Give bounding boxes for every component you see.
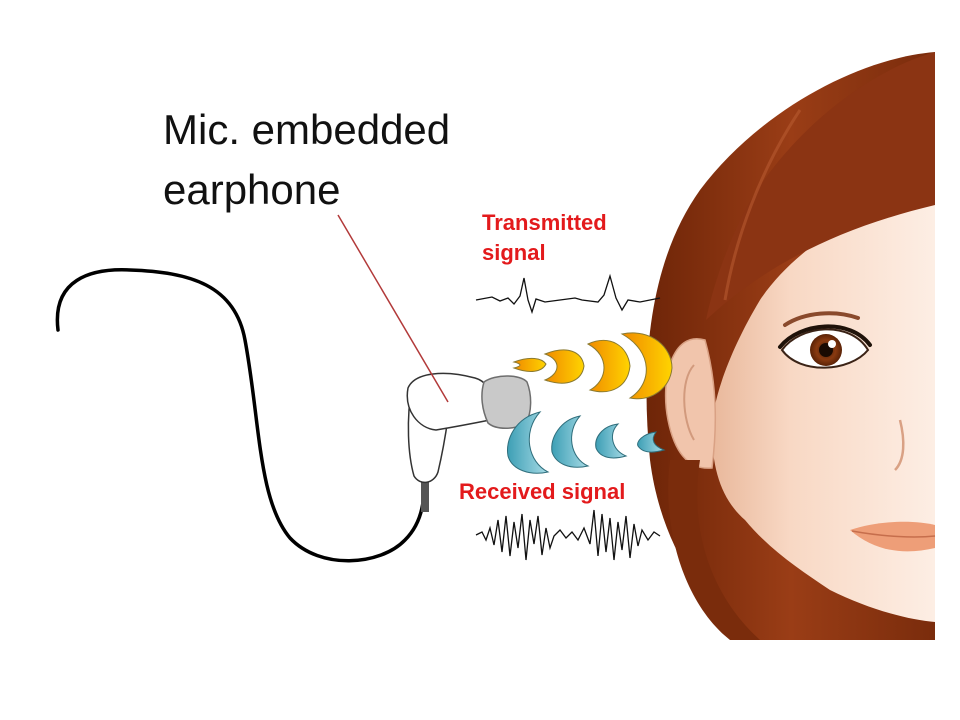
transmitted-label-line-2: signal (482, 240, 546, 265)
earphone-label: Mic. embedded earphone (163, 100, 450, 220)
earphone-cable (55, 268, 426, 563)
tx-wave-4 (620, 332, 673, 400)
rx-wave-1 (506, 411, 550, 474)
rx-wave-2 (551, 415, 590, 468)
hair-strand (723, 109, 802, 301)
transmitted-signal-label: Transmitted signal (482, 208, 607, 268)
nose (894, 419, 905, 471)
eye (778, 324, 872, 369)
hair-side-lock (668, 460, 760, 640)
transmitted-label-line-1: Transmitted (482, 210, 607, 235)
earphone-icon (406, 372, 532, 512)
earphone-label-line-2: earphone (163, 166, 341, 213)
label-pointer-line (337, 214, 449, 403)
tx-wave-1 (512, 357, 547, 372)
rx-wave-4 (637, 431, 666, 453)
face-skin (712, 190, 935, 622)
received-signal-label: Received signal (459, 479, 626, 504)
woman-face-illustration (646, 52, 936, 640)
received-waveform (475, 509, 661, 561)
hair-fringe (706, 52, 935, 320)
tx-wave-3 (586, 339, 631, 393)
rx-wave-3 (595, 423, 628, 459)
earphone-housing (406, 372, 493, 431)
tx-wave-2 (543, 349, 585, 384)
eyebrow (783, 311, 860, 327)
transmitted-waveform (475, 273, 661, 315)
ear (664, 337, 717, 469)
received-sound-waves (506, 411, 666, 474)
earphone-label-line-1: Mic. embedded (163, 106, 451, 153)
transmitted-sound-waves (512, 332, 673, 400)
